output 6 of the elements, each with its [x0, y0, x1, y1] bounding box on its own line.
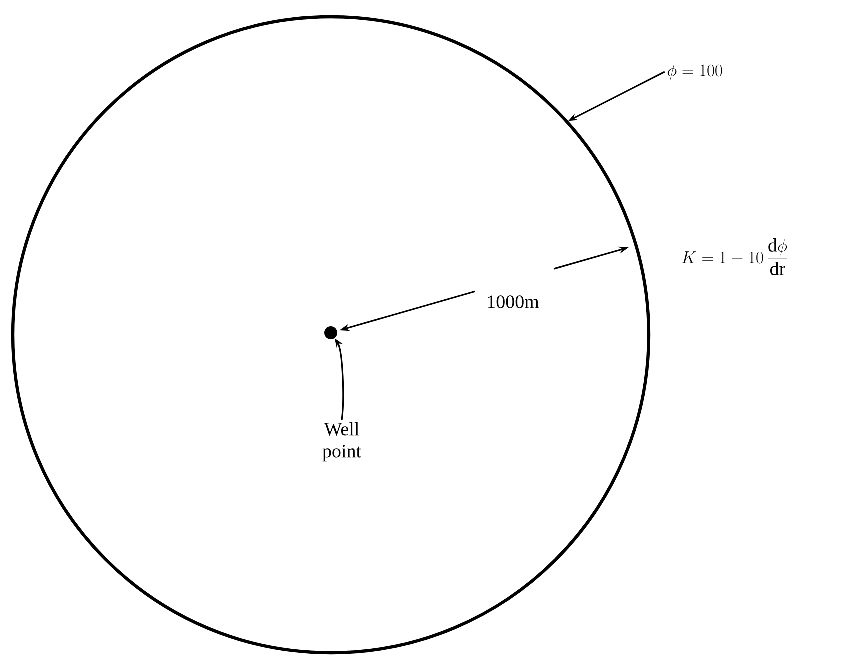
boundary-circle	[11, 15, 651, 655]
boundary-condition-text: $\phi = 100$	[668, 64, 722, 80]
well-label: Well point	[322, 422, 362, 462]
conductivity-formula: $K = 1 - 10\,\frac{\mathrm{d}\phi}{\mathrm{d}\mathrm{r}}$	[682, 238, 788, 276]
well-dot	[324, 326, 338, 340]
dimension-label: 1000m	[488, 296, 540, 308]
